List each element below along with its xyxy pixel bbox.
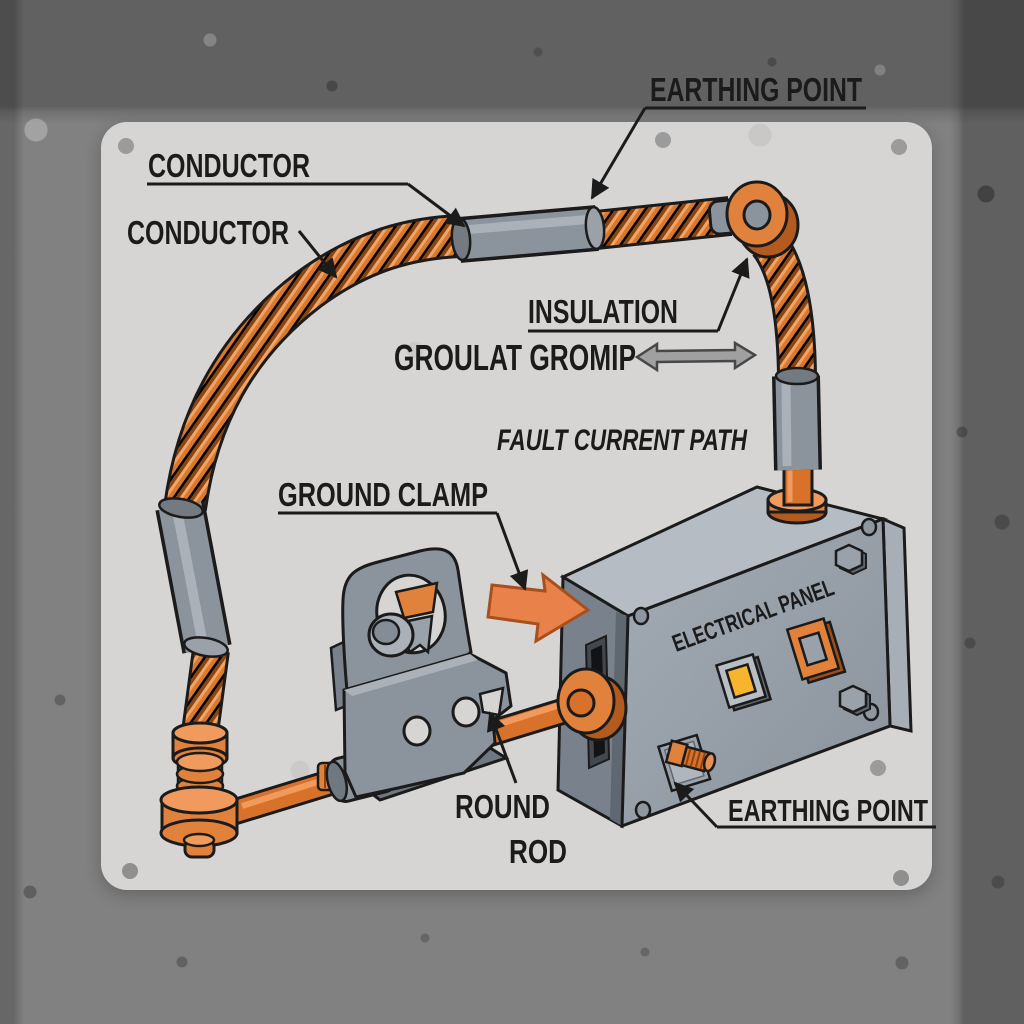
clamp-hole	[402, 715, 432, 747]
double-arrow-icon	[634, 340, 758, 373]
label-conductor-insulated: CONDUCTOR	[148, 147, 310, 184]
collar-top	[171, 721, 229, 745]
bushing-end	[325, 760, 349, 803]
label-groulat-gromip: GROULAT GROMIP	[394, 337, 636, 378]
panel-orange-frame	[785, 617, 847, 685]
label-round: ROUND	[455, 788, 550, 825]
label-earthing-point-top: EARTHING POINT	[650, 71, 862, 108]
fault-current-arrow-icon	[486, 571, 591, 644]
ground-clamp-device	[316, 547, 513, 803]
leader-ground-clamp	[495, 512, 529, 591]
conductor-arc	[166, 217, 461, 511]
panel-hex-bolt-bottom	[838, 684, 871, 717]
sleeve-end-rim	[584, 205, 606, 251]
hex-bolt-head	[838, 684, 868, 714]
plate-screw-hole	[655, 132, 671, 148]
insulation-sleeve-top	[450, 205, 606, 263]
clamp-boss-face	[371, 618, 401, 646]
leader-conductor-insulated	[407, 182, 466, 228]
clamp-body-bevel	[344, 654, 478, 696]
hex-bolt-head	[834, 543, 864, 573]
leader-round-rod	[486, 711, 518, 784]
plate-screw-hole	[891, 139, 907, 155]
ring-hole	[742, 199, 772, 231]
ground-rod-assembly	[159, 721, 239, 859]
leader-conductor-bare	[297, 230, 338, 279]
label-ground-clamp: GROUND CLAMP	[278, 476, 488, 513]
plate-screw-hole	[870, 760, 886, 776]
stud-tip	[702, 752, 717, 773]
insulation-sleeve-right	[772, 366, 822, 471]
electrical-panel-box: ELECTRICAL PANEL	[556, 485, 913, 829]
plate-screw-hole	[893, 870, 909, 886]
rod-end	[566, 688, 596, 718]
frame-hole	[797, 631, 829, 667]
label-conductor-bare: CONDUCTOR	[127, 214, 289, 251]
leader-insulation	[716, 257, 750, 332]
plate-screw-hole	[122, 863, 138, 879]
panel-earthing-stud	[656, 733, 717, 793]
panel-screw	[860, 517, 878, 537]
clamp-notch	[478, 686, 505, 717]
insulation-sleeve-left	[155, 497, 232, 658]
label-fault-current-path: FAULT CURRENT PATH	[497, 424, 748, 457]
disc-top	[159, 785, 239, 815]
leader-lines	[147, 106, 936, 829]
sleeve-open-end	[158, 497, 204, 519]
indicator-lens	[724, 662, 758, 700]
earthing-point-ring	[707, 180, 800, 259]
clamp-wedge-orange	[394, 581, 439, 620]
panel-screw	[634, 800, 652, 820]
plate-screw-hole	[118, 138, 134, 154]
panel-side-flange	[556, 667, 628, 742]
panel-screw	[632, 606, 650, 626]
sleeve-end-rim	[183, 636, 229, 658]
leader-earthing-point-bottom	[673, 781, 719, 829]
clamp-hole	[451, 696, 481, 728]
sleeve-open-end	[774, 366, 820, 386]
conductor-top	[594, 199, 732, 247]
label-earthing-point-bottom: EARTHING POINT	[728, 793, 928, 828]
label-insulation: INSULATION	[528, 293, 678, 330]
panel-hex-bolt-top	[834, 543, 867, 576]
label-rod: ROD	[509, 833, 567, 870]
plate-screw-holes	[118, 132, 909, 886]
panel-indicator-yellow	[714, 652, 773, 712]
leader-earthing-point-top	[590, 107, 647, 200]
panel-corner-screws	[632, 517, 880, 820]
